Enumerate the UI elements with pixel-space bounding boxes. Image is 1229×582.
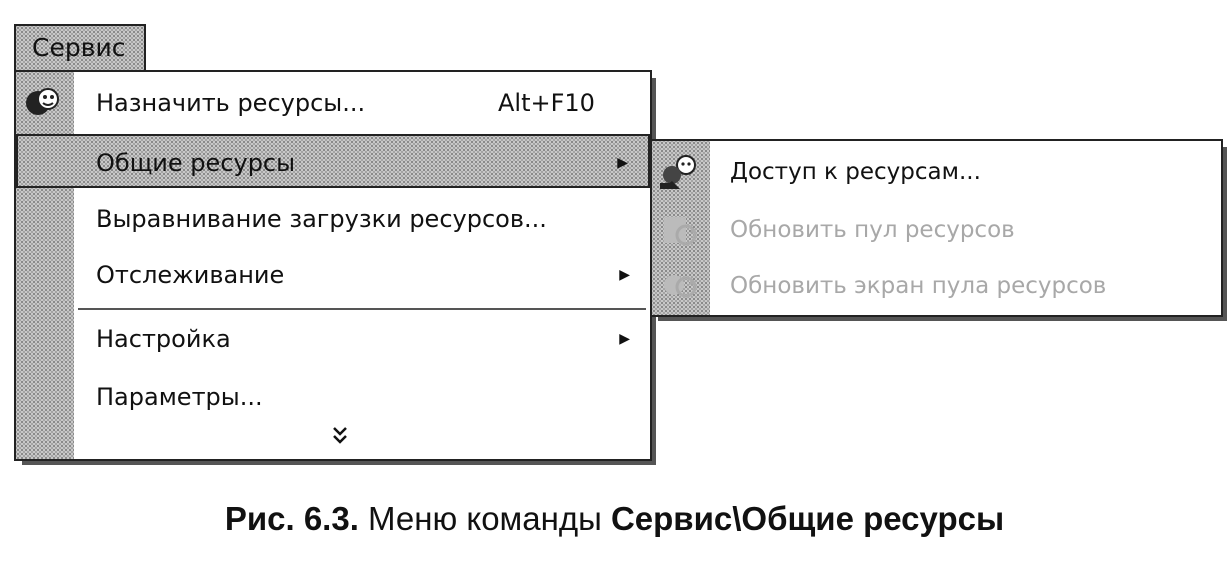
menu-item-label: Назначить ресурсы... <box>96 89 366 117</box>
menu-separator <box>78 308 646 310</box>
caption-figure-number: Рис. 6.3. <box>224 500 359 537</box>
expand-menu-chevron-icon[interactable] <box>332 424 348 454</box>
shared-resources-submenu: Доступ к ресурсам... Обновить пул ресурс… <box>650 139 1227 321</box>
assign-resources-icon <box>24 85 64 121</box>
share-resources-icon <box>658 153 702 191</box>
menu-item-shared-resources[interactable]: Общие ресурсы ▶ <box>16 134 650 188</box>
menu-item-tracking[interactable]: Отслеживание ▶ <box>16 248 650 302</box>
submenu-item-label: Обновить пул ресурсов <box>730 217 1015 243</box>
figure-caption: Рис. 6.3. Меню команды Сервис\Общие ресу… <box>0 500 1229 538</box>
service-menu: Назначить ресурсы... Alt+F10 Общие ресур… <box>14 70 656 465</box>
caption-menu-path: Сервис\Общие ресурсы <box>610 500 1005 537</box>
caption-text: Меню команды <box>358 500 611 537</box>
submenu-arrow-icon: ▶ <box>617 155 628 171</box>
menu-tab-service[interactable]: Сервис <box>14 24 146 72</box>
submenu-arrow-icon: ▶ <box>619 267 630 283</box>
submenu-arrow-icon: ▶ <box>619 331 630 347</box>
menu-item-label: Отслеживание <box>96 261 285 289</box>
menu-shadow <box>22 461 656 465</box>
menu-item-customize[interactable]: Настройка ▶ <box>16 312 650 366</box>
menu-item-assign-resources[interactable]: Назначить ресурсы... Alt+F10 <box>16 76 650 130</box>
submenu-item-refresh-pool[interactable]: Обновить экран пула ресурсов <box>652 257 1221 315</box>
submenu-item-share-resources[interactable]: Доступ к ресурсам... <box>652 143 1221 201</box>
menu-shadow <box>658 317 1227 321</box>
refresh-pool-icon <box>658 267 702 305</box>
menu-item-label: Параметры... <box>96 383 263 411</box>
menu-item-label: Выравнивание загрузки ресурсов... <box>96 205 547 233</box>
menu-shadow <box>1223 147 1227 321</box>
menu-item-level-resources[interactable]: Выравнивание загрузки ресурсов... <box>16 192 650 246</box>
update-pool-icon <box>658 211 702 249</box>
menu-tab-label: Сервис <box>32 33 126 62</box>
menu-item-label: Общие ресурсы <box>96 149 296 177</box>
menu-item-label: Настройка <box>96 325 231 353</box>
submenu-item-label: Обновить экран пула ресурсов <box>730 273 1107 299</box>
menu-item-options[interactable]: Параметры... <box>16 370 650 424</box>
menu-item-shortcut: Alt+F10 <box>498 89 595 117</box>
submenu-item-label: Доступ к ресурсам... <box>730 159 981 185</box>
submenu-item-update-pool[interactable]: Обновить пул ресурсов <box>652 201 1221 259</box>
